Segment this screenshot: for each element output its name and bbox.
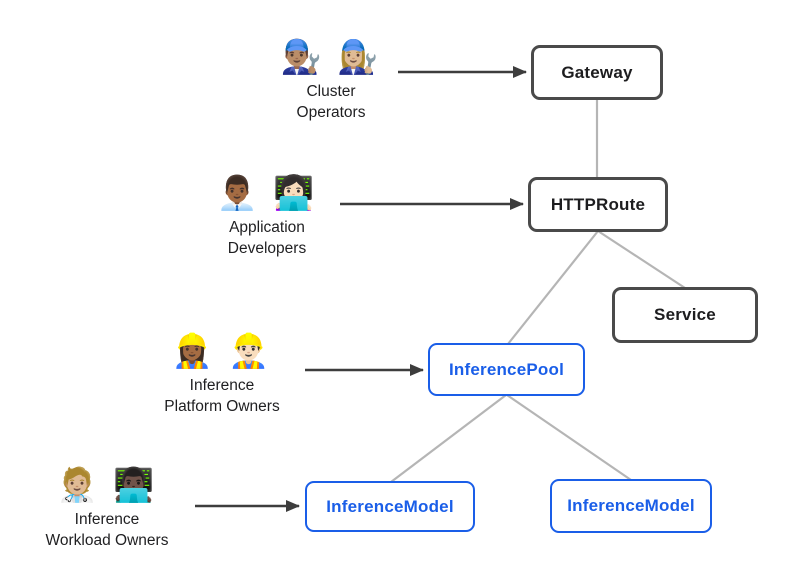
node-gateway-label: Gateway (561, 62, 633, 82)
node-service: Service (612, 287, 758, 343)
actor-application-developers: 👨🏾‍💼 👩🏻‍💻 Application Developers (182, 172, 352, 259)
node-gateway: Gateway (531, 45, 663, 100)
inference-platform-owners-emoji: 👷🏾‍♀️ 👷🏻‍♂️ (171, 332, 273, 369)
actor-cluster-operators: 👨🏽‍🔧 👩🏼‍🔧 Cluster Operators (246, 36, 416, 123)
edge-httproute-inferencepool (507, 230, 599, 345)
node-httproute: HTTPRoute (528, 177, 668, 232)
node-inferencemodel-left-label: InferenceModel (326, 496, 454, 516)
inference-workload-owners-label: Inference Workload Owners (45, 511, 169, 549)
edge-httproute-service (597, 230, 686, 289)
application-developers-emoji: 👨🏾‍💼 👩🏻‍💻 (216, 174, 318, 211)
edge-inferencepool-inferencemodel-right (506, 394, 632, 481)
node-service-label: Service (654, 305, 716, 324)
actor-inference-platform-owners: 👷🏾‍♀️ 👷🏻‍♂️ Inference Platform Owners (137, 330, 307, 417)
cluster-operators-label: Cluster Operators (296, 83, 366, 121)
node-inferencemodel-right: InferenceModel (550, 479, 712, 533)
node-inferencemodel-right-label: InferenceModel (567, 496, 695, 515)
edge-inferencepool-inferencemodel-left (390, 394, 507, 483)
inference-workload-owners-emoji: 🧑🏼‍⚕️ 👨🏿‍💻 (56, 466, 158, 503)
node-inferencemodel-left: InferenceModel (305, 481, 475, 532)
node-inferencepool: InferencePool (428, 343, 585, 396)
actor-inference-workload-owners: 🧑🏼‍⚕️ 👨🏿‍💻 Inference Workload Owners (22, 464, 192, 551)
application-developers-label: Application Developers (227, 219, 307, 257)
cluster-operators-emoji: 👨🏽‍🔧 👩🏼‍🔧 (280, 38, 382, 75)
node-inferencepool-label: InferencePool (448, 359, 565, 379)
node-httproute-label: HTTPRoute (550, 194, 646, 214)
inference-platform-owners-label: Inference Platform Owners (164, 377, 280, 415)
